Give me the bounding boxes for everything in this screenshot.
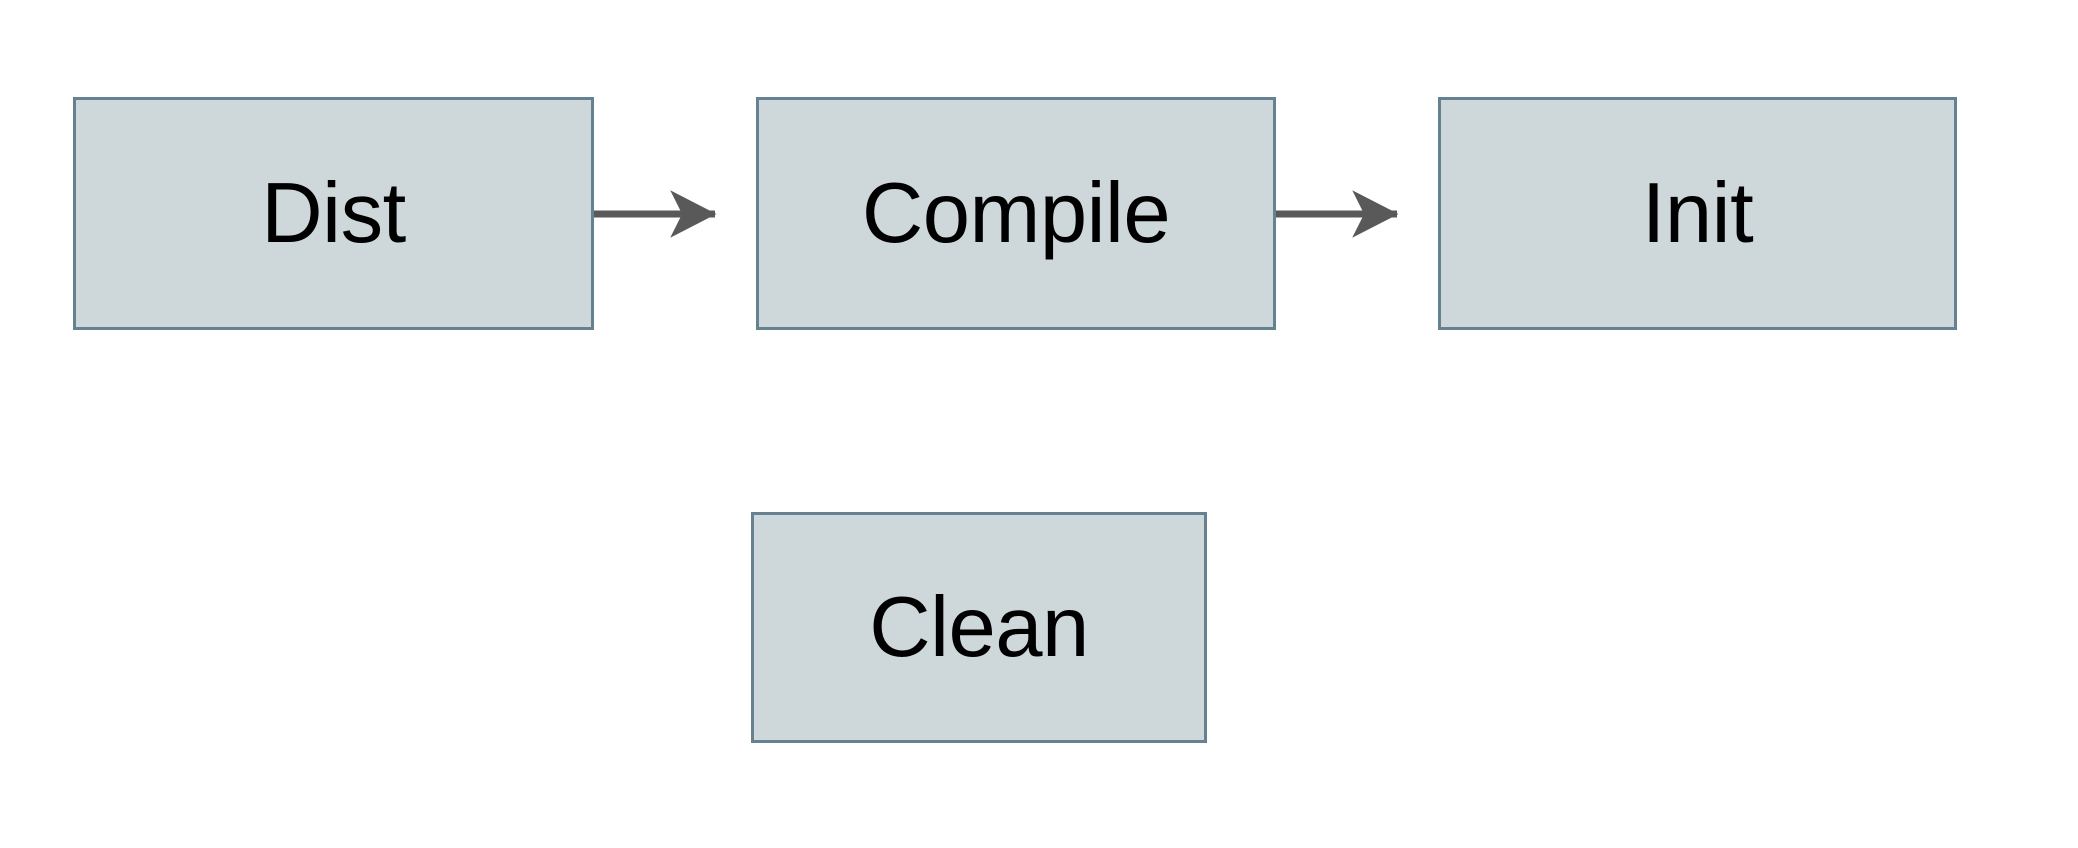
- node-clean[interactable]: Clean: [751, 512, 1207, 743]
- node-dist[interactable]: Dist: [73, 97, 594, 330]
- node-compile-label: Compile: [861, 166, 1171, 261]
- node-dist-label: Dist: [261, 166, 406, 261]
- node-compile[interactable]: Compile: [756, 97, 1276, 330]
- node-init-label: Init: [1641, 166, 1754, 261]
- node-clean-label: Clean: [869, 580, 1089, 675]
- node-init[interactable]: Init: [1438, 97, 1957, 330]
